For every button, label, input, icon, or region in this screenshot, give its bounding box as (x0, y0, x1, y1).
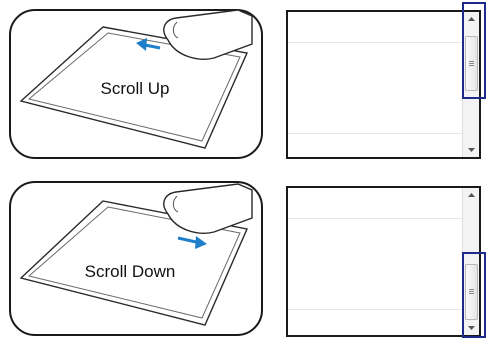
scroll-down-window (286, 186, 481, 337)
gesture-label: Scroll Down (85, 262, 176, 282)
list-divider (288, 133, 462, 134)
scroll-up-window (286, 10, 481, 159)
list-divider (288, 218, 462, 219)
touchpad-icon (0, 0, 270, 340)
scroll-down-arrow-icon[interactable] (463, 143, 479, 157)
scroll-up-arrow-icon[interactable] (463, 188, 479, 202)
scrollbar-highlight-box (462, 252, 486, 338)
list-divider (288, 42, 462, 43)
list-divider (288, 309, 462, 310)
window-content (288, 12, 462, 157)
window-content (288, 188, 462, 335)
scrollbar-highlight-box (462, 2, 486, 99)
